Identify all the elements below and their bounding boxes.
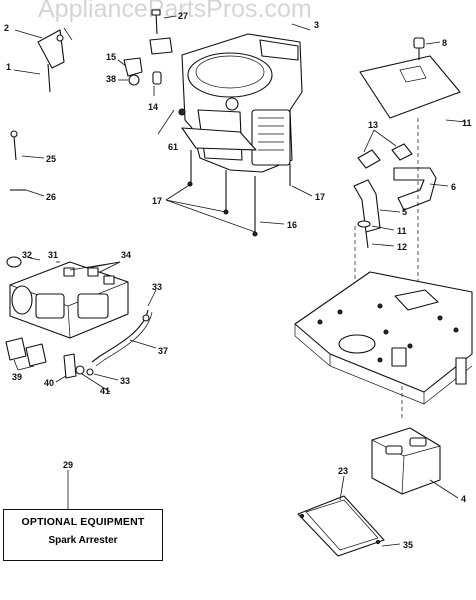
item-27-bolt-part: [151, 9, 161, 35]
callout-label: 8: [442, 38, 447, 48]
spark-arrester-muffler-part: [6, 256, 129, 339]
callout-label: 29: [63, 460, 73, 470]
callout-label: 17: [315, 192, 325, 202]
callout-label: 11: [462, 118, 472, 128]
callout-label: 15: [106, 52, 116, 62]
item-25-part: [10, 130, 18, 161]
callout-label: 25: [46, 154, 56, 164]
callout-label: 33: [120, 376, 130, 386]
gaskets-part: [5, 337, 47, 367]
muffler-part: [371, 427, 441, 495]
callout-label: 6: [451, 182, 456, 192]
callout-label: 31: [48, 250, 58, 260]
callout-labels: 1 2 3 4 5 6 8 11 11 12 13 14 15 16 17 17…: [4, 11, 472, 550]
optional-equipment-item: Spark Arrester: [48, 535, 118, 546]
muffler-shield-part: [297, 495, 385, 557]
callout-label: 38: [106, 74, 116, 84]
callout-label: 16: [287, 220, 297, 230]
item-40-part: [63, 353, 77, 379]
exhaust-pipes-part: [353, 143, 437, 249]
callout-label: 17: [152, 196, 162, 206]
optional-equipment-box: OPTIONAL EQUIPMENT Spark Arrester: [3, 509, 163, 561]
callout-label: 26: [46, 192, 56, 202]
item-27-bracket-part: [149, 37, 173, 55]
callout-label: 1: [6, 62, 11, 72]
optional-equipment-title: OPTIONAL EQUIPMENT: [21, 516, 145, 528]
callout-label: 2: [4, 23, 9, 33]
callout-label: 39: [12, 372, 22, 382]
engine-part: [178, 33, 303, 173]
callout-label: 61: [168, 142, 178, 152]
callout-label: 13: [368, 120, 378, 130]
cable-bracket-part: [37, 27, 73, 93]
watermark-text: AppliancePartsPros.com: [38, 0, 312, 23]
callout-label: 11: [397, 226, 407, 236]
mounting-frame-part: [294, 271, 473, 405]
callout-label: 40: [44, 378, 54, 388]
breather-tube-part: [86, 309, 153, 376]
callout-label: 41: [100, 386, 110, 396]
callout-label: 37: [158, 346, 168, 356]
item-41-part: [75, 365, 85, 375]
callout-label: 3: [314, 20, 319, 30]
callout-label: 33: [152, 282, 162, 292]
callout-label: 23: [338, 466, 348, 476]
callout-label: 32: [22, 250, 32, 260]
callout-label: 12: [397, 242, 407, 252]
fuel-fittings-part: [123, 57, 162, 86]
callout-label: 35: [403, 540, 413, 550]
callout-label: 14: [148, 102, 158, 112]
callout-label: 34: [121, 250, 131, 260]
heat-shield-part: [359, 37, 461, 119]
callout-label: 5: [402, 207, 407, 217]
leader-lines: [13, 15, 467, 547]
callout-label: 27: [178, 11, 188, 21]
callout-label: 4: [461, 494, 466, 504]
